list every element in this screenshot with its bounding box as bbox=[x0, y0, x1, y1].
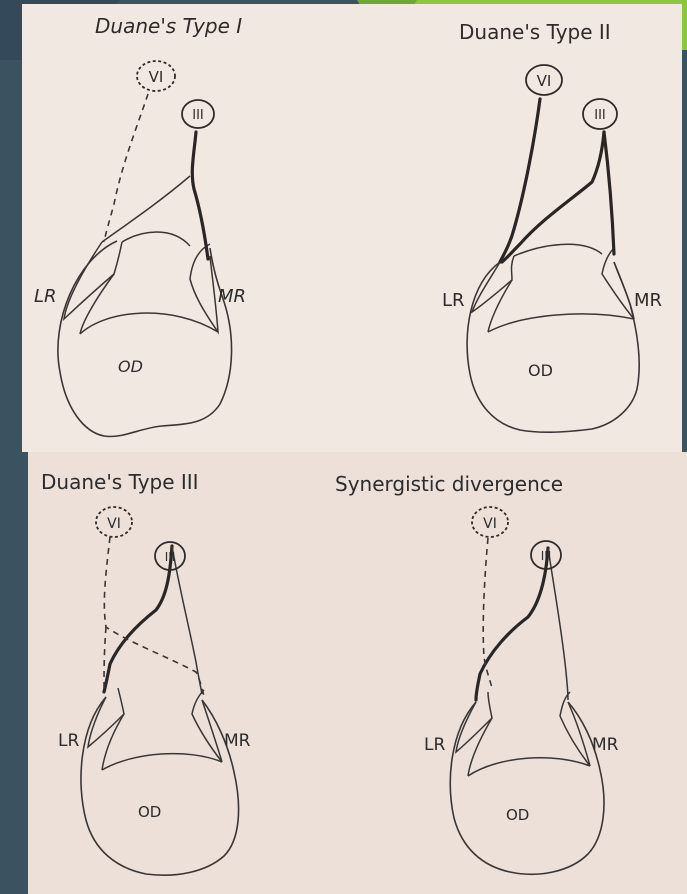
nerve-iii-label: III bbox=[541, 549, 552, 563]
diagram-type-3: VI III LR MR OD bbox=[28, 452, 358, 894]
mr-label: MR bbox=[224, 731, 251, 751]
nerve-iii-label: III bbox=[594, 108, 606, 123]
oculomotor-nerve-path bbox=[502, 132, 604, 262]
lr-label: LR bbox=[58, 731, 79, 751]
eye-outline bbox=[450, 702, 604, 874]
abducens-nerve-path bbox=[104, 537, 204, 696]
diagram-type-1: VI III LR MR OD bbox=[22, 4, 352, 452]
lateral-rectus-muscle bbox=[64, 242, 122, 319]
eye-outline bbox=[467, 262, 639, 432]
oculomotor-nerve-path bbox=[192, 132, 208, 259]
lateral-rectus-muscle bbox=[456, 692, 492, 752]
od-label: OD bbox=[138, 803, 161, 821]
nerve-vi-label: VI bbox=[537, 72, 552, 90]
abducens-nerve-path bbox=[500, 99, 540, 262]
eye-outline bbox=[81, 697, 239, 875]
medial-rectus-muscle bbox=[190, 244, 218, 332]
mr-label: MR bbox=[634, 290, 662, 311]
od-label: OD bbox=[118, 357, 143, 376]
nerve-iii-label: III bbox=[192, 108, 204, 123]
oculomotor-nerve-path bbox=[476, 548, 548, 700]
nerve-vi-label: VI bbox=[483, 516, 497, 532]
od-label: OD bbox=[528, 361, 553, 380]
lateral-rectus-muscle bbox=[472, 256, 514, 312]
mr-label: MR bbox=[592, 735, 619, 755]
nerve-vi-label: VI bbox=[149, 68, 164, 86]
od-label: OD bbox=[506, 806, 529, 824]
abducens-nerve-path bbox=[104, 94, 148, 242]
bottom-figure-photo: Duane's Type III VI III LR MR OD Synergi… bbox=[28, 452, 687, 894]
lr-label: LR bbox=[34, 286, 57, 307]
mr-label: MR bbox=[218, 286, 246, 307]
top-figure-photo: Duane's Type I VI III LR MR bbox=[22, 4, 682, 452]
diagram-synergistic-divergence: VI III LR MR OD bbox=[358, 452, 687, 894]
lr-label: LR bbox=[442, 290, 465, 311]
lr-label: LR bbox=[424, 735, 445, 755]
nerve-vi-label: VI bbox=[107, 516, 121, 532]
medial-rectus-muscle bbox=[602, 248, 634, 319]
nerve-iii-label: III bbox=[165, 550, 176, 564]
diagram-type-2: VI III LR MR OD bbox=[352, 4, 682, 452]
